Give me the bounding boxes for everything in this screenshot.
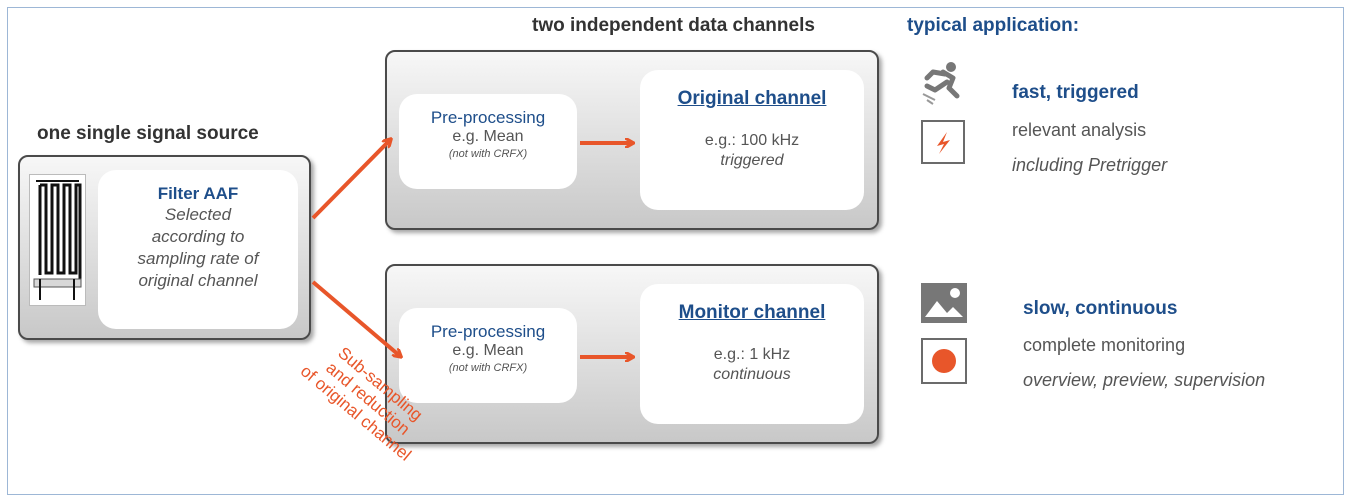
monitor-channel-panel: Pre-processing e.g. Mean (not with CRFX)… [385, 264, 879, 444]
original-channel-mode: triggered [720, 152, 784, 169]
fast-title: fast, triggered [1012, 82, 1139, 103]
bottom-preprocessing-card: Pre-processing e.g. Mean (not with CRFX) [399, 308, 577, 403]
source-header: one single signal source [37, 123, 259, 144]
top-pre-example: e.g. Mean [452, 128, 524, 145]
image-icon [921, 283, 967, 323]
application-header: typical application: [907, 15, 1080, 36]
fast-line-1: relevant analysis [1012, 120, 1147, 140]
fast-line-2: including Pretrigger [1012, 155, 1168, 175]
monitor-channel-title: Monitor channel [678, 302, 826, 323]
filter-aaf-card: Filter AAF Selected according to samplin… [98, 170, 298, 329]
slow-title: slow, continuous [1023, 298, 1178, 319]
record-dot-icon [921, 338, 967, 384]
bottom-pre-example: e.g. Mean [452, 342, 524, 359]
top-pre-note: (not with CRFX) [448, 148, 528, 160]
filter-line-2: according to [151, 227, 245, 246]
filter-title: Filter AAF [157, 184, 239, 203]
signal-source-panel: Filter AAF Selected according to samplin… [18, 155, 311, 340]
filter-line-4: original channel [138, 271, 258, 290]
filter-line-3: sampling rate of [137, 249, 259, 268]
monitor-channel-mode: continuous [713, 366, 791, 383]
original-channel-rate: e.g.: 100 kHz [704, 132, 800, 149]
original-channel-title: Original channel [677, 88, 827, 109]
arrow-to-original [311, 140, 390, 220]
diagram-frame [7, 7, 1344, 495]
top-pre-title: Pre-processing [430, 108, 546, 127]
slow-line-1: complete monitoring [1023, 335, 1186, 355]
runner-icon [921, 60, 965, 105]
bottom-pre-title: Pre-processing [430, 322, 546, 341]
strain-gauge-icon [29, 174, 86, 306]
filter-line-1: Selected [164, 205, 232, 224]
monitor-channel-rate: e.g.: 1 kHz [713, 346, 791, 363]
slow-line-2: overview, preview, supervision [1023, 370, 1266, 390]
channels-header: two independent data channels [532, 15, 815, 36]
arrow-to-monitor [311, 280, 400, 356]
trigger-flash-icon [921, 120, 965, 164]
bottom-pre-note: (not with CRFX) [448, 362, 528, 374]
top-preprocessing-card: Pre-processing e.g. Mean (not with CRFX) [399, 94, 577, 189]
original-channel-card: Original channel e.g.: 100 kHz triggered [640, 70, 864, 210]
monitor-channel-card: Monitor channel e.g.: 1 kHz continuous [640, 284, 864, 424]
